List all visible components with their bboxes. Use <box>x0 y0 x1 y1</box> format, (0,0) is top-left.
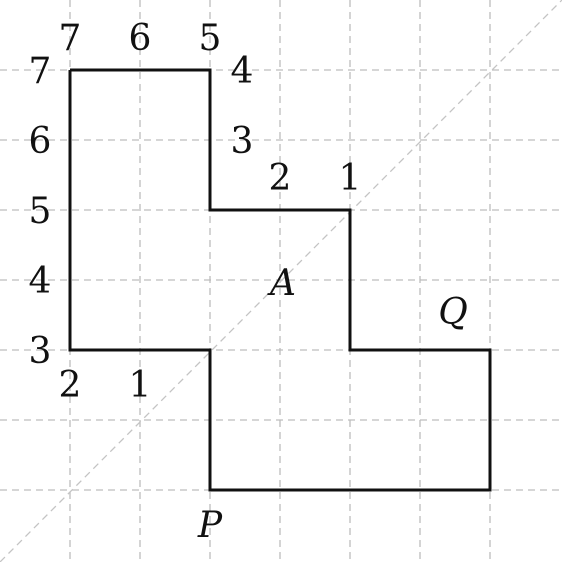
left-label: 6 <box>29 121 52 162</box>
edge-label-two-bottom: 2 <box>59 365 82 406</box>
edge-label-three: 3 <box>231 121 254 162</box>
left-label: 7 <box>29 51 52 92</box>
point-label-a: A <box>267 263 296 304</box>
edge-label-four: 4 <box>231 51 254 92</box>
top-label: 5 <box>199 18 222 59</box>
left-label: 3 <box>29 331 52 372</box>
left-label: 4 <box>29 261 52 302</box>
polygon-outline <box>68 68 492 492</box>
point-label-q: Q <box>438 292 468 333</box>
edge-label-one-top: 1 <box>339 158 362 199</box>
point-label-p: P <box>197 505 223 546</box>
left-label: 5 <box>29 191 52 232</box>
top-label: 7 <box>59 18 82 59</box>
top-label: 6 <box>129 18 152 59</box>
edge-label-one-bottom: 1 <box>129 365 152 406</box>
edge-label-two: 2 <box>269 158 292 199</box>
